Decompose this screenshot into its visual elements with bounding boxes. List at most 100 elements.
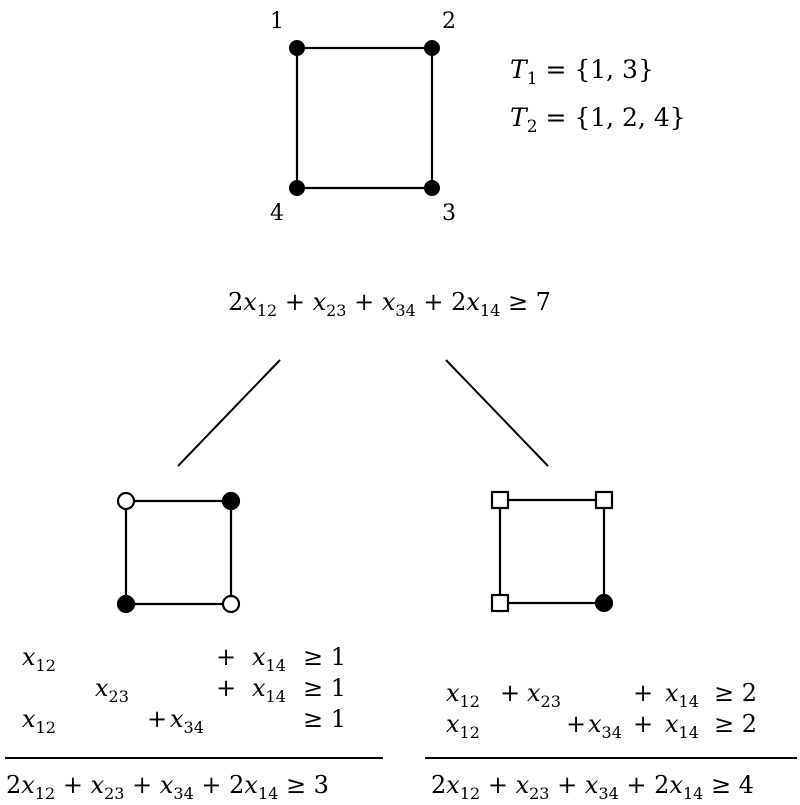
variable-subscript: 34: [173, 784, 193, 803]
variable-subscript: 12: [460, 784, 480, 803]
branch-line-right: [445, 359, 549, 467]
right-vertex-2-square: [594, 490, 614, 510]
variable-subscript: 14: [679, 723, 699, 742]
inequality-row: x12+x34+x14≥ 2: [446, 710, 757, 742]
inequality-row: x23+x14≥ 1: [95, 674, 346, 706]
left-sum-text: 2x12 + x23 + x34 + 2x14 ≥ 3: [6, 771, 329, 803]
term-x23: x23: [95, 674, 129, 706]
variable-subscript: 34: [598, 784, 618, 803]
top-graph-vertices: [289, 40, 440, 196]
term-x12: x12: [446, 710, 480, 742]
variable-x: x: [527, 679, 541, 707]
variable-subscript: 12: [35, 784, 55, 803]
term-x14: x14: [665, 679, 699, 711]
variable-subscript: 34: [602, 723, 622, 742]
plus-sign: +: [216, 643, 236, 671]
right-inequality-system: x12+x23+x14≥ 2x12+x34+x14≥ 2: [446, 679, 757, 742]
plus-sign: +: [619, 771, 654, 799]
coefficient: 2: [431, 771, 446, 799]
variable-x: x: [446, 710, 460, 738]
relation: ≥ 3: [278, 771, 329, 799]
variable-x: x: [382, 288, 396, 316]
variable-subscript: 12: [257, 301, 277, 320]
left-vertex-4-filled: [116, 594, 136, 614]
term-x23: x23: [527, 679, 561, 711]
right-vertex-4-square: [490, 593, 510, 613]
right-vertex-3-filled: [594, 593, 614, 613]
inequality-row: x12+x23+x14≥ 2: [446, 679, 757, 711]
term-x12: x12: [22, 705, 56, 737]
plus-sign: +: [346, 288, 381, 316]
plus-sign: +: [416, 288, 451, 316]
variable-subscript: 34: [395, 301, 415, 320]
variable-x: x: [313, 288, 327, 316]
coefficient: 2: [654, 771, 669, 799]
coefficient: 2: [451, 288, 466, 316]
variable-subscript: 34: [184, 718, 204, 737]
term-x34: x34: [588, 710, 622, 742]
variable-x: x: [244, 771, 258, 799]
variable-subscript: 14: [683, 784, 703, 803]
variable-subscript: 14: [266, 687, 286, 706]
plus-sign: +: [633, 679, 653, 707]
left-graph: [116, 491, 241, 614]
variable-subscript: 23: [109, 687, 129, 706]
variable-x: x: [22, 643, 36, 671]
top-vertex-2: [424, 40, 440, 56]
plus-sign: +: [500, 679, 520, 707]
variable-subscript: 12: [36, 656, 56, 675]
variable-x: x: [21, 771, 35, 799]
variable-subscript: 23: [326, 301, 346, 320]
relation: ≥ 2: [714, 679, 757, 707]
relation: ≥ 7: [500, 288, 551, 316]
variable-x: x: [446, 771, 460, 799]
set-label-t1: T1 = {1, 3}: [510, 55, 654, 89]
variable-x: x: [588, 710, 602, 738]
variable-subscript: 14: [258, 784, 278, 803]
plus-sign: +: [216, 674, 236, 702]
term-x34: x34: [170, 705, 204, 737]
variable-x: x: [585, 771, 599, 799]
top-vertex-labels: 1 2 3 4: [270, 9, 456, 226]
term-x14: x14: [665, 710, 699, 742]
variable-x: x: [22, 705, 36, 733]
vertex-label-3: 3: [442, 201, 456, 226]
plus-sign: +: [124, 771, 159, 799]
term-x12: x12: [446, 679, 480, 711]
vertex-label-1: 1: [270, 9, 284, 34]
variable-x: x: [466, 288, 480, 316]
top-vertex-3: [424, 180, 440, 196]
variable-x: x: [665, 710, 679, 738]
relation: ≥ 1: [303, 705, 346, 733]
left-vertex-1-open: [116, 491, 136, 511]
plus-sign: +: [147, 705, 167, 733]
top-graph: [295, 46, 434, 190]
coefficient: 2: [228, 288, 243, 316]
term-x14: x14: [252, 674, 286, 706]
coefficient: 2: [6, 771, 21, 799]
plus-sign: +: [194, 771, 229, 799]
variable-x: x: [516, 771, 530, 799]
right-sum-text: 2x12 + x23 + x34 + 2x14 ≥ 4: [431, 771, 754, 803]
variable-x: x: [160, 771, 174, 799]
inequality-row: x12+x14≥ 1: [22, 643, 346, 675]
variable-x: x: [665, 679, 679, 707]
right-vertex-1-square: [490, 490, 510, 510]
left-sum-inequality: 2x12 + x23 + x34 + 2x14 ≥ 3: [6, 771, 329, 803]
term-x12: x12: [22, 643, 56, 675]
variable-subscript: 23: [529, 784, 549, 803]
variable-subscript: 14: [266, 656, 286, 675]
variable-subscript: 23: [541, 692, 561, 711]
coefficient: 2: [229, 771, 244, 799]
top-vertex-4: [289, 180, 305, 196]
left-vertex-3-open: [221, 594, 241, 614]
variable-subscript: 14: [679, 692, 699, 711]
top-inequality-text: 2x12 + x23 + x34 + 2x14 ≥ 7: [228, 288, 551, 320]
top-vertex-1: [289, 40, 305, 56]
plus-sign: +: [566, 710, 586, 738]
branch-line-left: [177, 359, 281, 467]
variable-x: x: [95, 674, 109, 702]
relation: ≥ 4: [703, 771, 754, 799]
